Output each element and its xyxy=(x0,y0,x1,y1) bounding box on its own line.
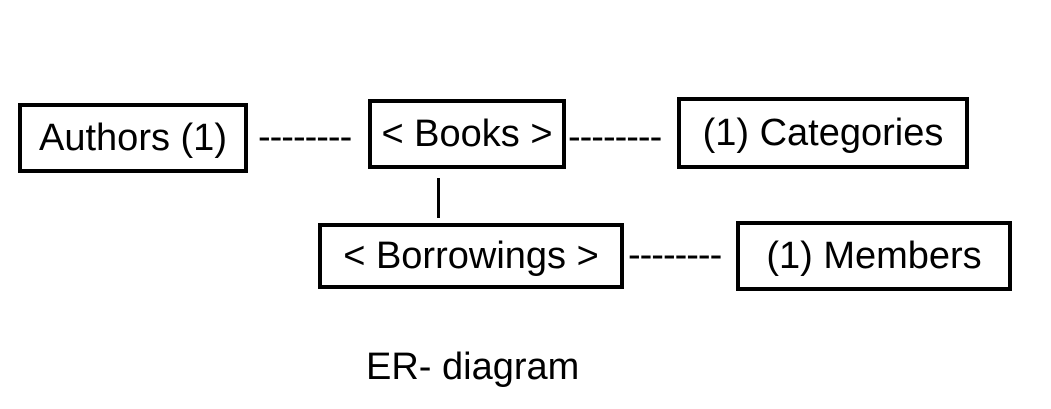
entity-authors-label: Authors (1) xyxy=(39,117,227,159)
entity-categories-label: (1) Categories xyxy=(702,112,944,154)
entity-categories: (1) Categories xyxy=(677,97,969,169)
connector-books-categories: -------- xyxy=(568,116,662,158)
entity-members-label: (1) Members xyxy=(766,235,982,277)
connector-books-borrowings xyxy=(437,178,440,218)
entity-authors: Authors (1) xyxy=(18,103,248,173)
entity-books: < Books > xyxy=(368,99,566,169)
entity-borrowings-label: < Borrowings > xyxy=(343,235,599,277)
entity-members: (1) Members xyxy=(736,221,1012,291)
entity-borrowings: < Borrowings > xyxy=(318,223,624,289)
diagram-caption: ER- diagram xyxy=(366,346,580,388)
entity-books-label: < Books > xyxy=(381,113,553,155)
connector-borrowings-members: -------- xyxy=(628,234,722,276)
connector-authors-books: -------- xyxy=(258,116,352,158)
